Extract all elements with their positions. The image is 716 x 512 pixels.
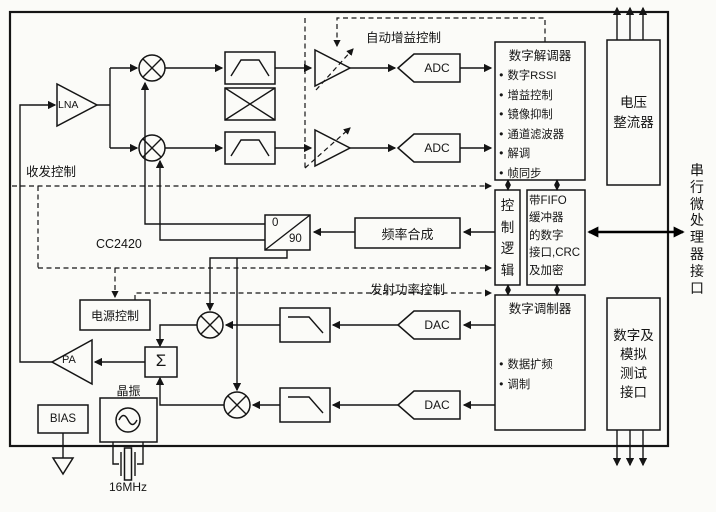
- bias-label: BIAS: [49, 413, 77, 425]
- pa-label: PA: [62, 354, 76, 366]
- voltage-rectifier-box: [606, 39, 661, 186]
- bandpass-symbol-2: [230, 139, 270, 157]
- mixer-rx-2: [138, 134, 166, 162]
- dashed-control-lines: [12, 17, 546, 300]
- agc-label: 自动增益控制: [366, 31, 442, 45]
- cross-symbol: [224, 87, 276, 121]
- sigma-label: Σ: [155, 351, 167, 370]
- rx-tx-control-label: 收发控制: [26, 165, 77, 179]
- modulator-title: 数字调制器: [508, 302, 572, 316]
- test-pins-bottom: [612, 430, 648, 467]
- crystal-label: 晶振: [116, 384, 141, 398]
- bandpass-filter-1-box: [224, 51, 276, 85]
- voltage-rectifier-block: 电压 整流器: [607, 40, 660, 185]
- power-control-box: [79, 299, 151, 331]
- control-logic-box: [494, 189, 521, 286]
- sigma-box: [144, 346, 178, 378]
- power-control-label: 电源控制: [90, 308, 139, 323]
- voltage-rectifier-line: 电压: [620, 94, 647, 110]
- fifo-line: 接口,CRC: [529, 247, 581, 260]
- rx-split: [97, 68, 111, 148]
- phase-90-label: 90: [289, 233, 302, 245]
- test-interface-line: 测试: [620, 366, 647, 381]
- demodulator-item: 增益控制: [499, 86, 583, 106]
- modulator-block: 数字调制器 数据扩频 调制: [497, 298, 583, 394]
- test-interface-box: [606, 297, 661, 431]
- signal-lines: [19, 63, 495, 410]
- agc-line: [333, 17, 546, 48]
- lowpass-filter-2-box: [279, 387, 331, 423]
- voltage-rectifier-line: 整流器: [613, 114, 654, 130]
- demodulator-item: 镜像抑制: [499, 105, 583, 125]
- adc-2-label: ADC: [424, 141, 450, 155]
- demodulator-title: 数字解调器: [508, 49, 572, 63]
- test-interface-line: 数字及: [613, 328, 654, 343]
- tx-power-control-line: [134, 289, 493, 300]
- demodulator-list: 数字RSSI 增益控制 镜像抑制 通道滤波器 解调 帧同步: [497, 66, 583, 184]
- fifo-line: 带FIFO: [529, 195, 567, 207]
- mixer-rx-1: [138, 54, 166, 82]
- fifo-line: 及加密: [529, 264, 564, 277]
- vga-2-gain-arrow: [304, 127, 351, 169]
- vga-1-gain-arrow: [315, 48, 354, 91]
- lo-q-line: [155, 159, 265, 241]
- oscillator-symbol: [115, 407, 141, 433]
- modulator-list: 数据扩频 调制: [497, 355, 583, 394]
- dac-1-label: DAC: [424, 318, 450, 332]
- frequency-synth-box: [354, 217, 461, 249]
- bandpass-symbol-1: [230, 59, 270, 77]
- crystal-symbol: [112, 442, 144, 481]
- freq-synth-label: 频率合成: [381, 226, 434, 242]
- demodulator-item: 通道滤波器: [499, 125, 583, 145]
- modulator-item: 调制: [499, 375, 583, 395]
- adc-1-label: ADC: [424, 61, 450, 75]
- mixer-tx-2: [223, 391, 251, 419]
- power-pins-top: [612, 6, 648, 40]
- lna-label: LNA: [58, 99, 79, 111]
- lo-tx1-line: [205, 250, 288, 312]
- bias-box: [37, 404, 89, 434]
- test-interface-block: 数字及 模拟 测试 接口: [607, 298, 660, 430]
- vga-1-triangle: [314, 48, 352, 88]
- test-interface-line: 接口: [620, 385, 647, 400]
- phase-0-label: 0: [272, 217, 279, 229]
- fifo-interface-box: [526, 189, 586, 286]
- antenna-loop: [19, 100, 57, 363]
- demodulator-block: 数字解调器 数字RSSI 增益控制 镜像抑制 通道滤波器 解调 帧同步: [497, 45, 583, 184]
- dac-1-shape: [396, 310, 461, 340]
- lowpass-symbol-1: [288, 316, 324, 334]
- serial-mcu-interface-label: 串行微处理器接口: [690, 162, 704, 296]
- dac-2-shape: [396, 390, 461, 420]
- mixer-tx-1: [196, 311, 224, 339]
- modulator-item: 数据扩频: [499, 355, 583, 375]
- lo-i-line: [140, 81, 265, 225]
- tx-power-control-label: 发射功率控制: [370, 283, 446, 297]
- chip-name-label: CC2420: [96, 237, 142, 251]
- vga-2-triangle: [314, 128, 352, 168]
- fifo-line: 的数字: [529, 229, 564, 242]
- block-shapes: [50, 48, 461, 433]
- lowpass-symbol-2: [288, 396, 324, 414]
- dac-2-label: DAC: [424, 398, 450, 412]
- ground-symbol: [51, 433, 75, 476]
- test-interface-line: 模拟: [620, 347, 647, 362]
- fifo-line: 缓冲器: [529, 212, 564, 225]
- demodulator-item: 数字RSSI: [499, 66, 583, 86]
- demodulator-item: 帧同步: [499, 164, 583, 184]
- lowpass-filter-1-box: [279, 307, 331, 343]
- demodulator-item: 解调: [499, 144, 583, 164]
- phase-splitter-diagonal: [264, 214, 311, 251]
- fifo-block: 带FIFO 缓冲器 的数字 接口,CRC 及加密: [529, 193, 585, 280]
- pa-triangle: [50, 338, 93, 386]
- crystal-freq-label: 16MHz: [108, 480, 147, 494]
- lna-triangle: [56, 82, 99, 128]
- bandpass-filter-2-box: [224, 131, 276, 165]
- control-logic-label: 控制逻辑: [500, 198, 515, 278]
- filter-symbols: [224, 59, 324, 414]
